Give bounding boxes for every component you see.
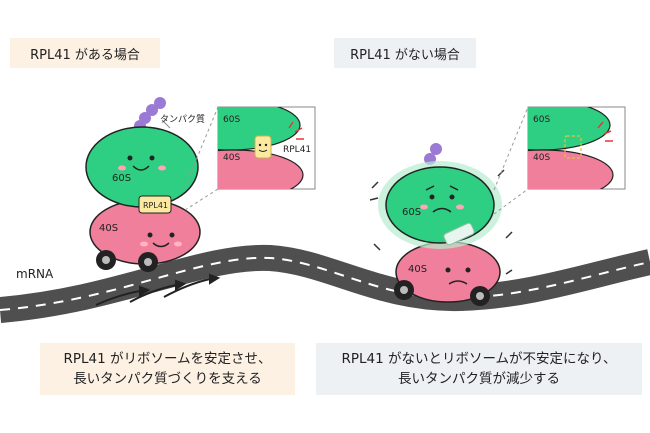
motion-arrows (95, 273, 221, 306)
right-ribosome: 60S 40S (369, 143, 513, 306)
left-caption-line2: 長いタンパク質づくりを支える (73, 371, 262, 387)
rpl41-tag-label: RPL41 (143, 201, 168, 210)
left-inset-40s-label: 40S (223, 153, 240, 163)
inset-rpl41-piece (254, 135, 272, 159)
bandage-icon (443, 222, 475, 246)
rpl41-tag (138, 195, 172, 214)
left-inset-60s-label: 60S (223, 115, 240, 125)
right-inset-60s-label: 60S (533, 115, 550, 125)
missing-rpl41-outline (564, 135, 582, 159)
left-panel-title: RPL41 がある場合 (10, 38, 160, 68)
right-panel-title: RPL41 がない場合 (334, 38, 476, 68)
left-panel-title-text: RPL41 がある場合 (30, 47, 140, 63)
left-60s-subunit (85, 126, 199, 208)
protein-label: タンパク質 (160, 113, 205, 125)
left-caption-line1: RPL41 がリボソームを安定させ、 (63, 351, 272, 367)
right-caption-line1: RPL41 がないとリボソームが不安定になり、 (341, 351, 617, 367)
left-inset: 60S 40S RPL41 (184, 106, 316, 211)
right-60s-subunit (385, 166, 495, 244)
left-caption: RPL41 がリボソームを安定させ、 長いタンパク質づくりを支える (40, 343, 295, 395)
left-60s-label: 60S (112, 173, 131, 184)
left-40s-label: 40S (99, 223, 118, 234)
right-caption: RPL41 がないとリボソームが不安定になり、 長いタンパク質が減少する (316, 343, 642, 395)
right-inset: 60S 40S (493, 106, 626, 215)
right-panel-title-text: RPL41 がない場合 (350, 47, 460, 63)
right-caption-line2: 長いタンパク質が減少する (397, 371, 560, 387)
right-60s-label: 60S (402, 207, 421, 218)
left-ribosome: タンパク質 60S 40S RPL41 (85, 97, 205, 272)
left-inset-rpl41-label: RPL41 (283, 145, 311, 155)
right-inset-40s-label: 40S (533, 153, 550, 163)
mrna-label: mRNA (16, 267, 54, 281)
right-40s-label: 40S (408, 264, 427, 275)
mrna-road (0, 244, 650, 323)
